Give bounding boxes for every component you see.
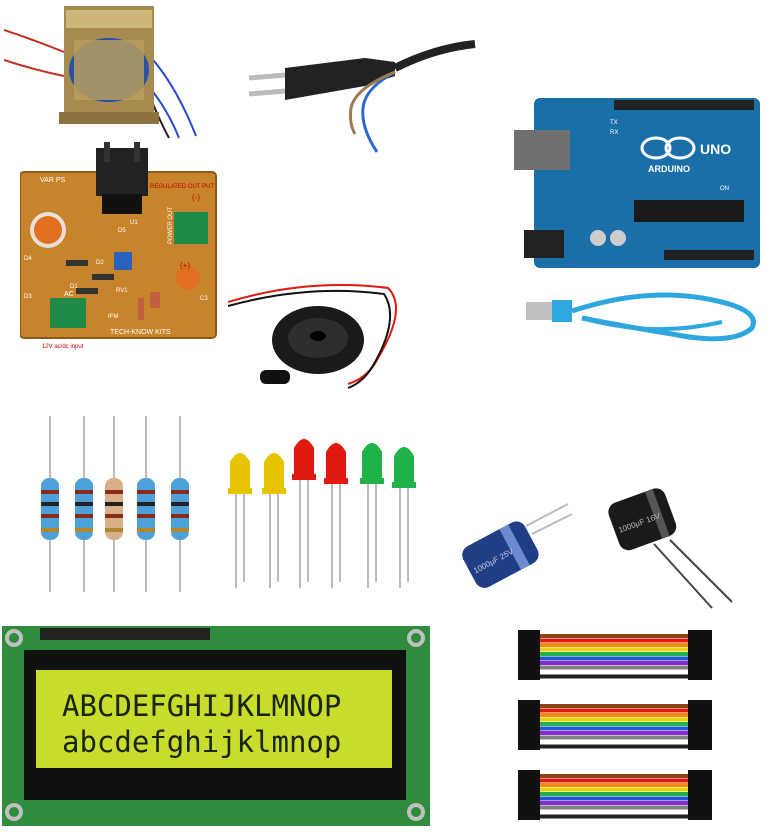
pcb-plus-label: (+) <box>180 261 190 270</box>
arduino-tx-label: TX <box>610 120 618 126</box>
pcb-d5-label: D5 <box>118 228 126 234</box>
power-plug-cable <box>245 28 480 158</box>
led <box>228 453 252 588</box>
led <box>262 453 286 588</box>
jumper-bundle <box>518 700 712 750</box>
arduino-uno-board: ARDUINO UNO TX RX ON <box>514 90 764 275</box>
lcd-line-1: ABCDEFGHIJKLMNOP <box>62 689 341 723</box>
leds <box>224 432 424 592</box>
pcb-ac-label: AC <box>64 291 74 298</box>
arduino-on-label: ON <box>720 186 729 192</box>
piezo-buzzer <box>228 278 408 398</box>
jumper-wires <box>516 622 716 828</box>
resistor <box>105 416 123 592</box>
power-supply-pcb: VAR PS REGULATED OUT PUT (-) (+) U1 D4 D… <box>20 142 228 352</box>
pcb-minus-label: (-) <box>192 193 200 202</box>
jumper-bundle <box>518 630 712 680</box>
arduino-rx-label: RX <box>610 130 618 136</box>
pcb-out-label: REGULATED OUT PUT <box>150 184 214 190</box>
electrolytic-capacitor-small: 1000µF 25V <box>456 496 576 606</box>
resistor <box>137 416 155 592</box>
resistor <box>171 416 189 592</box>
pcb-d2-label: D2 <box>96 260 104 266</box>
transformer <box>4 0 204 140</box>
electrolytic-capacitor-large: 1000µF 16V <box>604 484 754 612</box>
resistor-set <box>41 416 189 592</box>
pcb-d4-label: D4 <box>24 256 32 262</box>
pcb-input-label: 12V ac/dc input <box>42 344 84 350</box>
resistor <box>75 416 93 592</box>
pcb-ifm-label: IFM <box>108 314 118 320</box>
lcd-16x2-module: ABCDEFGHIJKLMNOP abcdefghijklmnop <box>0 624 432 828</box>
arduino-model-label: UNO <box>700 141 731 157</box>
led <box>324 443 348 588</box>
pcb-rv1-label: RV1 <box>116 288 128 294</box>
resistors <box>36 416 196 592</box>
led-set <box>228 439 416 588</box>
arduino-logo-text: ARDUINO <box>648 164 690 174</box>
pcb-u1-label: U1 <box>130 220 138 226</box>
jumper-bundle <box>518 770 712 820</box>
pcb-power-label: POWER OUT <box>168 207 174 244</box>
resistor <box>41 416 59 592</box>
usb-cable <box>522 278 767 350</box>
pcb-d3-label: D3 <box>24 294 32 300</box>
pcb-d1-label: D1 <box>70 284 78 290</box>
pcb-brand-label: TECH-KNOW KITS <box>110 329 171 336</box>
pcb-c3-label: C3 <box>200 296 208 302</box>
jumper-wire-bundles <box>518 630 712 820</box>
led <box>392 447 416 588</box>
led <box>292 439 316 588</box>
led <box>360 443 384 588</box>
lcd-line-2: abcdefghijklmnop <box>62 725 341 759</box>
pcb-title: VAR PS <box>40 177 65 184</box>
